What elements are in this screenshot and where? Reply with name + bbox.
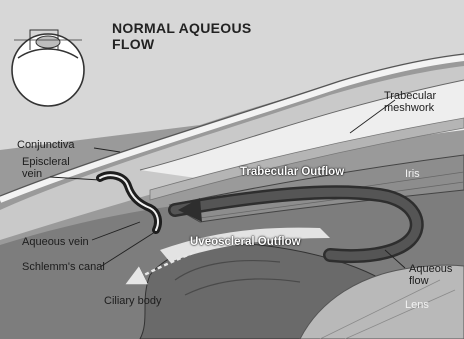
label-conjunctiva: Conjunctiva <box>17 139 74 151</box>
diagram-title: NORMAL AQUEOUS FLOW <box>112 20 282 52</box>
label-aqueous-vein: Aqueous vein <box>22 236 89 248</box>
label-trabecular-meshwork: Trabecular meshwork <box>384 90 464 114</box>
label-episcleral-vein: Episcleral vein <box>22 156 66 180</box>
label-uveoscleral-outflow: Uveoscleral Outflow <box>190 236 301 248</box>
label-ciliary-body: Ciliary body <box>104 295 161 307</box>
label-lens: Lens <box>405 299 429 311</box>
label-schlemms-canal: Schlemm's canal <box>22 261 105 273</box>
label-trabecular-outflow: Trabecular Outflow <box>240 166 344 178</box>
label-iris: Iris <box>405 168 420 180</box>
label-aqueous-flow: Aqueous flow <box>409 263 461 287</box>
